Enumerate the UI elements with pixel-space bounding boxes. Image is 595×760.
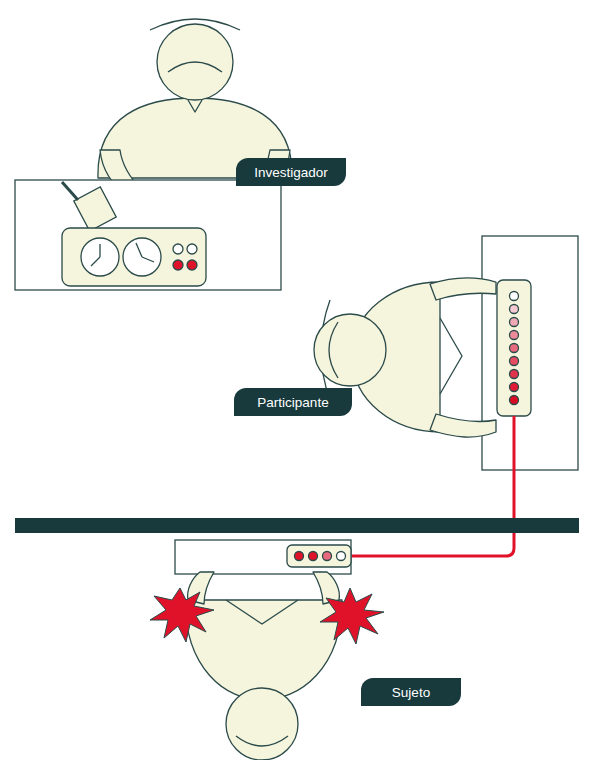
participant-table xyxy=(482,236,578,470)
clock-hands xyxy=(91,244,100,266)
switch xyxy=(510,344,519,353)
subject-desk xyxy=(175,540,351,574)
switch xyxy=(510,396,519,405)
role-name: Investigador xyxy=(254,165,328,180)
indicator-light xyxy=(173,244,183,254)
electrode-light xyxy=(295,552,304,561)
switch xyxy=(510,383,519,392)
upper-arm xyxy=(430,278,496,300)
electric-wire xyxy=(352,416,514,556)
panel-box xyxy=(62,228,206,286)
control-panel xyxy=(62,228,206,286)
switch xyxy=(510,357,519,366)
role-label: Participante xyxy=(234,388,352,416)
role-label: Sujeto xyxy=(361,678,461,706)
shock-generator xyxy=(497,280,531,416)
electrode-light xyxy=(323,552,332,561)
shock-burst xyxy=(150,588,214,642)
indicator-light xyxy=(173,260,183,270)
collar xyxy=(440,318,462,394)
shock-burst xyxy=(320,588,384,644)
switch xyxy=(510,331,519,340)
hair-line xyxy=(329,322,338,378)
pen xyxy=(62,182,78,200)
shoulders xyxy=(185,600,342,700)
subject-figure xyxy=(185,572,342,760)
hair-line xyxy=(236,736,288,746)
clock-hands xyxy=(136,243,154,262)
hair-line xyxy=(168,62,222,72)
clock xyxy=(81,238,119,276)
right-arm xyxy=(313,572,339,604)
indicator-light xyxy=(187,244,197,254)
switch xyxy=(510,305,519,314)
lower-arm xyxy=(430,414,496,437)
switch xyxy=(510,318,519,327)
collar xyxy=(226,600,298,624)
role-label: Investigador xyxy=(236,158,346,186)
head xyxy=(226,688,298,760)
indicator-light xyxy=(187,260,197,270)
dividing-wall xyxy=(15,518,579,533)
electrode-box xyxy=(287,545,351,567)
head xyxy=(314,314,386,386)
notepad-sheet xyxy=(74,187,116,231)
electrode-light xyxy=(309,552,318,561)
collar xyxy=(188,100,202,112)
switch xyxy=(510,370,519,379)
electrode-case xyxy=(287,545,351,567)
role-name: Sujeto xyxy=(392,685,430,700)
clock xyxy=(123,238,161,276)
generator-box xyxy=(497,280,531,416)
switch xyxy=(510,292,519,301)
role-name: Participante xyxy=(257,395,328,410)
electrode-light xyxy=(337,552,346,561)
head xyxy=(157,24,233,100)
investigator-table xyxy=(15,180,281,290)
notepad xyxy=(62,182,116,231)
